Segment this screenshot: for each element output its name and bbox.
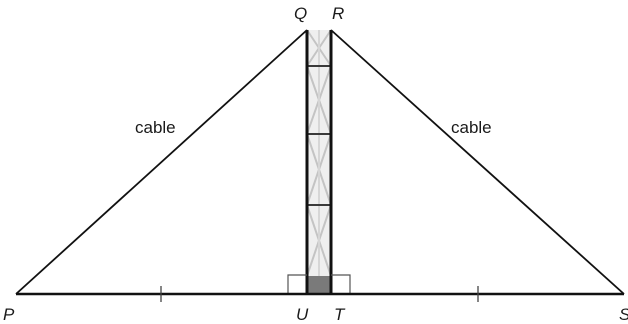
congruence-ticks: [160, 286, 479, 302]
cable-label-right: cable: [451, 118, 492, 137]
point-label-S: S: [619, 305, 628, 324]
point-label-R: R: [332, 4, 344, 23]
right-angle-marker-U: [287, 274, 307, 294]
cable-label-left: cable: [135, 118, 176, 137]
point-label-T: T: [334, 305, 346, 324]
point-label-Q: Q: [294, 4, 307, 23]
right-angle-marker-T: [331, 274, 351, 294]
tower: [305, 29, 333, 294]
cable-RS: [330, 29, 625, 295]
point-label-U: U: [296, 305, 309, 324]
cable-PQ: [15, 29, 308, 295]
right-angle-markers: [287, 274, 351, 294]
point-label-P: P: [3, 305, 15, 324]
